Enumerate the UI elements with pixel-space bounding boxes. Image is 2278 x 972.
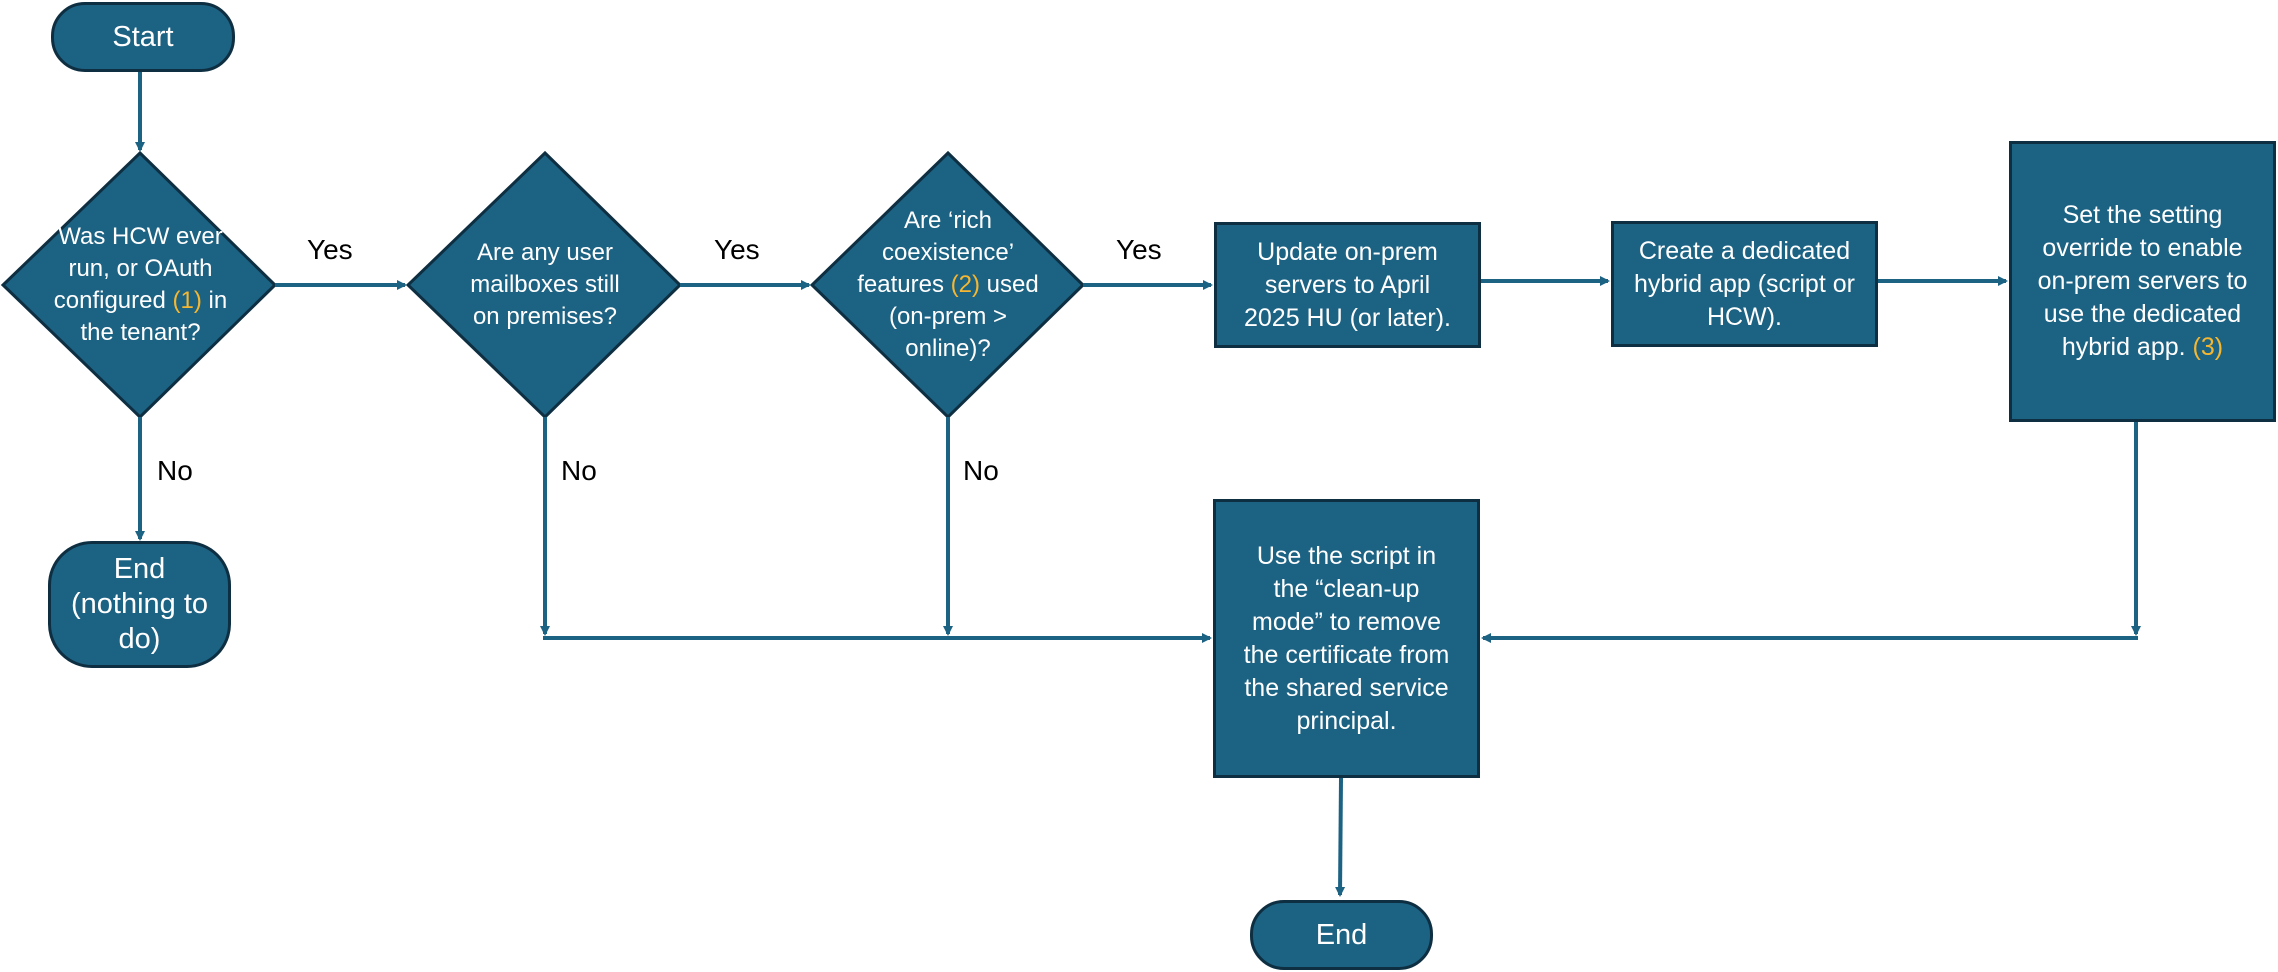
end-nothing-label: End (nothing to do): [70, 553, 209, 655]
end-nothing-terminator: End (nothing to do): [48, 541, 231, 668]
footnote-ref-3: (3): [2192, 333, 2224, 361]
process-cleanup: Use the script in the “clean-up mode” to…: [1213, 499, 1480, 778]
decision-q1: Was HCW ever run, or OAuth configured (1…: [38, 210, 243, 360]
process-create-hybrid-app-text: Create a dedicated hybrid app (script or…: [1634, 236, 1855, 331]
start-label: Start: [112, 20, 174, 53]
decision-q3-text-before: Are ‘rich coexistence’ features: [857, 207, 1015, 298]
decision-q1-text-after: in the tenant?: [80, 287, 228, 346]
connector-cleanup-end: [1335, 777, 1346, 897]
edge-label-q2-no: No: [561, 455, 597, 486]
process-update-servers: Update on-prem servers to April 2025 HU …: [1214, 222, 1481, 348]
edge-label-q1-no: No: [157, 455, 193, 486]
decision-q3: Are ‘rich coexistence’ features (2) used…: [848, 205, 1048, 365]
decision-q2-text: Are any user mailboxes still on premises…: [470, 239, 620, 330]
decision-q3-text-after: used (on-prem > online)?: [888, 271, 1039, 362]
edge-label-q3-yes: Yes: [1116, 234, 1162, 265]
edge-label-q1-yes: Yes: [307, 234, 353, 265]
decision-q1-text-before: Was HCW ever run, or OAuth configured: [53, 223, 223, 314]
footnote-ref-1: (1): [172, 287, 202, 314]
footnote-ref-2: (2): [950, 271, 980, 298]
process-setting-override-text-main: Set the setting override to enable on-pr…: [2037, 201, 2248, 361]
decision-q2: Are any user mailboxes still on premises…: [455, 210, 635, 360]
edge-label-q2-yes: Yes: [714, 234, 760, 265]
edge-label-q3-no: No: [963, 455, 999, 486]
process-setting-override: Set the setting override to enable on-pr…: [2009, 141, 2276, 422]
process-setting-override-text: Set the setting override to enable on-pr…: [2034, 199, 2251, 364]
process-update-servers-text: Update on-prem servers to April 2025 HU …: [1243, 237, 1452, 332]
start-terminator: Start: [51, 2, 235, 72]
decision-q3-text: Are ‘rich coexistence’ features (2) used…: [848, 205, 1048, 365]
end-terminator: End: [1250, 900, 1433, 970]
process-create-hybrid-app: Create a dedicated hybrid app (script or…: [1611, 221, 1878, 347]
decision-q1-text: Was HCW ever run, or OAuth configured (1…: [38, 221, 243, 349]
end-label: End: [1315, 918, 1368, 951]
process-cleanup-text: Use the script in the “clean-up mode” to…: [1243, 541, 1450, 735]
